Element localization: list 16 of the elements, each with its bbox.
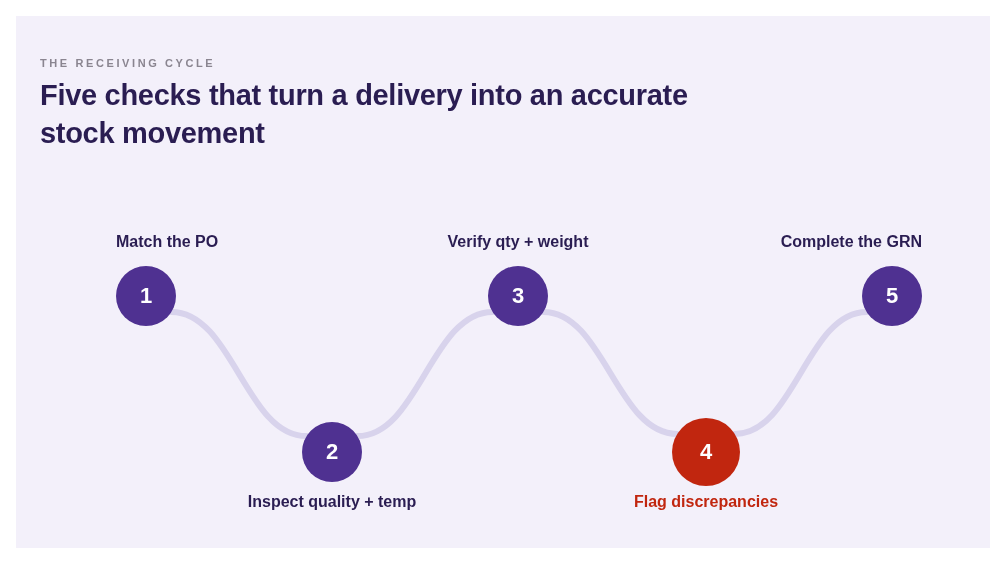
step-label: Complete the GRN [780, 232, 922, 252]
connector-line [540, 308, 681, 437]
eyebrow-label: THE RECEIVING CYCLE [40, 57, 216, 69]
step-label: Inspect quality + temp [247, 492, 417, 512]
step-number: 2 [324, 440, 340, 464]
step-number: 5 [884, 284, 900, 308]
connector-line [731, 308, 870, 437]
step-number: 3 [510, 284, 526, 308]
step-label: Flag discrepancies [633, 492, 779, 512]
step-label: Verify qty + weight [447, 232, 589, 252]
step-number: 4 [698, 440, 714, 464]
step-number: 1 [138, 284, 154, 308]
step-label: Match the PO [116, 232, 219, 252]
connector-line [354, 308, 496, 440]
connector-line [168, 308, 310, 440]
title: Five checks that turn a delivery into an accurate stock movement [40, 78, 689, 151]
